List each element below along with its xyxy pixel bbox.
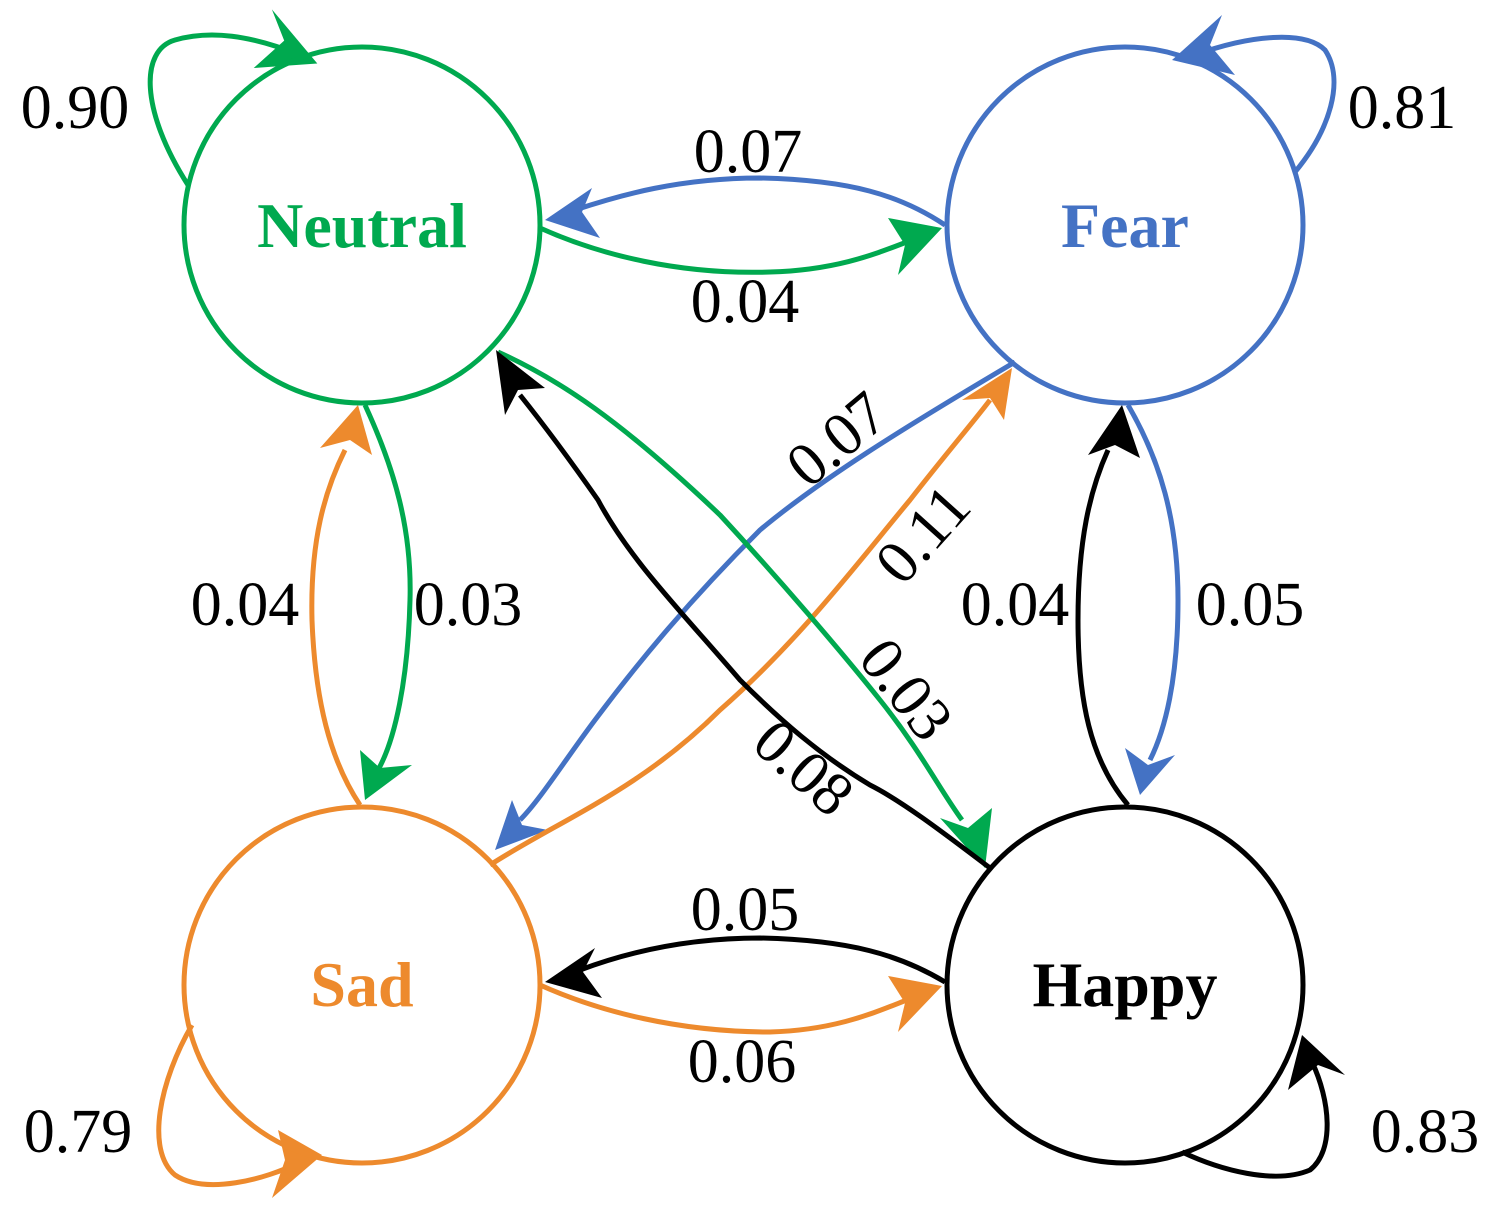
state-label-sad: Sad [310,949,413,1020]
self-loop-neutral [147,9,318,187]
prob-label-neutral-neutral: 0.90 [21,74,130,142]
prob-label-sad-happy: 0.06 [688,1028,797,1096]
state-label-happy: Happy [1033,949,1218,1020]
edge-fear-to-neutral [545,175,947,238]
edge-sad-to-happy [538,976,942,1035]
prob-label-happy-fear: 0.04 [961,571,1070,639]
state-label-neutral: Neutral [257,190,467,261]
prob-label-fear-sad: 0.07 [774,379,901,501]
state-label-fear: Fear [1061,190,1189,261]
prob-label-happy-sad: 0.05 [691,876,800,944]
edge-happy-to-sad [545,935,947,998]
state-neutral: Neutral [181,44,543,406]
prob-label-sad-neutral: 0.04 [191,571,300,639]
prob-label-happy-happy: 0.83 [1371,1098,1480,1166]
edge-fear-to-sad [495,359,1017,850]
edge-sad-to-neutral [309,405,372,807]
prob-label-neutral-fear: 0.04 [691,268,800,336]
edge-neutral-to-sad [360,403,413,800]
edge-happy-to-fear [1075,405,1140,807]
prob-label-sad-sad: 0.79 [24,1098,133,1166]
prob-label-fear-happy: 0.05 [1196,571,1305,639]
prob-label-fear-neutral: 0.07 [694,118,803,186]
prob-label-happy-neutral: 0.08 [740,707,866,830]
prob-label-neutral-happy: 0.03 [846,626,966,753]
edge-sad-to-fear [488,368,1012,868]
state-fear: Fear [944,44,1306,406]
prob-label-fear-fear: 0.81 [1348,74,1457,142]
edge-neutral-to-fear [538,218,942,275]
edge-happy-to-neutral [496,350,992,870]
edge-neutral-to-happy [496,349,992,868]
edge-fear-to-happy [1125,403,1181,795]
prob-label-neutral-sad: 0.03 [414,571,523,639]
self-loop-happy [1180,1035,1345,1179]
state-happy: Happy [944,804,1306,1166]
state-sad: Sad [181,804,543,1166]
